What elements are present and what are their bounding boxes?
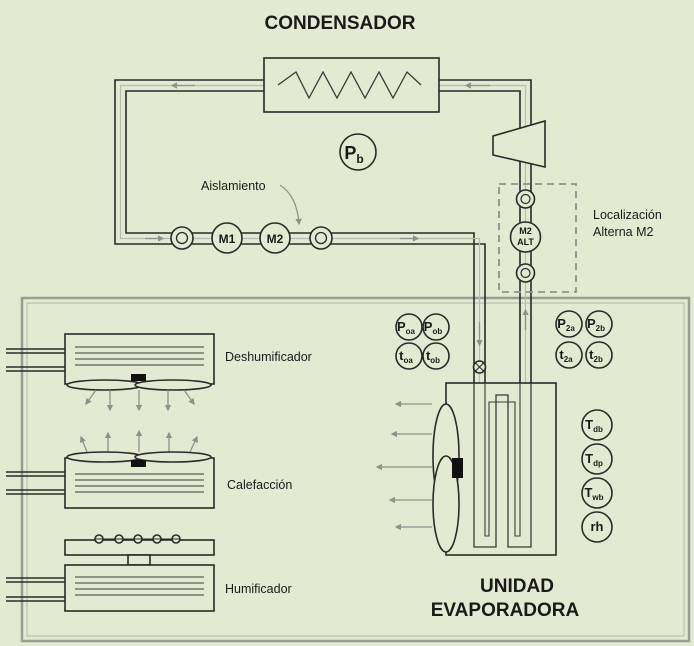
m2alt-line2: ALT [517, 237, 534, 247]
meter-m1: M1 [211, 222, 243, 254]
condenser-coil [277, 70, 422, 100]
sight-glass-alt-bottom [515, 263, 536, 283]
sensor-label: Tdb [585, 417, 603, 434]
evap-coil-inner [484, 383, 521, 537]
expansion-valve [472, 360, 487, 374]
sensor-poa: Poa [395, 313, 423, 341]
insulation-pointer [279, 184, 302, 226]
evaporator-title-2: EVAPORADORA [431, 600, 580, 621]
sensor-label: t2b [589, 347, 603, 364]
alt-location-label-1: Localización [593, 208, 662, 222]
insulation-label: Aislamiento [201, 179, 266, 193]
sensor-tdp: Tdp [581, 443, 613, 475]
sensor-label: Twb [584, 485, 603, 502]
sensor-label: Tdp [585, 451, 603, 468]
evaporator-unit [432, 382, 557, 556]
sensor-t2a: t2a [555, 341, 583, 369]
m2alt-line1: M2 [519, 226, 532, 236]
evap-coil-outer [473, 383, 532, 548]
heater-label: Calefacción [227, 478, 292, 492]
compressor [492, 119, 546, 169]
sensor-pob: Pob [422, 313, 450, 341]
evaporator-title-1: UNIDAD [480, 576, 554, 597]
pb-sub: b [356, 152, 363, 166]
sight-glass-alt-top [515, 189, 536, 209]
sensor-label: Poa [397, 319, 416, 336]
m2-label: M2 [267, 232, 284, 246]
sensor-label: P2b [587, 316, 605, 333]
pb-main: P [344, 143, 356, 163]
sensor-p2a: P2a [555, 310, 583, 338]
sensor-toa: toa [395, 342, 423, 370]
alt-location-box [498, 183, 577, 293]
sensor-twb: Twb [581, 477, 613, 509]
evap-control-box [452, 458, 463, 478]
dehumidifier-arrows [85, 389, 195, 412]
sensor-p2b: P2b [585, 310, 613, 338]
heater-unit [6, 451, 215, 509]
sensor-t2b: t2b [585, 341, 613, 369]
meter-m2-alt: M2 ALT [509, 221, 542, 253]
m1-label: M1 [219, 232, 236, 246]
condenser-unit [263, 57, 440, 113]
sensor-pb: Pb [339, 133, 377, 171]
room-boundary [20, 296, 691, 643]
room-boundary-inner [26, 302, 685, 637]
evap-discharge-arrows [375, 400, 432, 531]
sensor-label: toa [399, 348, 413, 365]
heater-arrows [79, 429, 198, 453]
sensor-label: Pob [424, 319, 443, 336]
dehumidifier-unit [6, 333, 215, 391]
sensor-label: P2a [557, 316, 575, 333]
sensor-tdb: Tdb [581, 409, 613, 441]
sight-glass-left [170, 226, 194, 250]
sensors-right-group: P2a P2b t2a t2b [555, 310, 613, 369]
humidifier-label: Humificador [225, 582, 292, 596]
dehumidifier-label: Deshumificador [225, 350, 312, 364]
alt-location-label-2: Alterna M2 [593, 225, 653, 239]
svg-text:Pb: Pb [344, 143, 363, 166]
sensor-label: t2a [559, 347, 573, 364]
meter-m2: M2 [259, 222, 291, 254]
flow-arrows [145, 82, 529, 347]
sensor-tob: tob [422, 342, 450, 370]
sensor-rh: rh [581, 511, 613, 543]
humidifier-unit [6, 534, 215, 612]
sensor-label: tob [426, 348, 440, 365]
sight-glass-right [309, 226, 333, 250]
condenser-title: CONDENSADOR [265, 13, 416, 34]
sensor-label: rh [591, 519, 604, 534]
evap-fan-bottom [432, 455, 460, 553]
